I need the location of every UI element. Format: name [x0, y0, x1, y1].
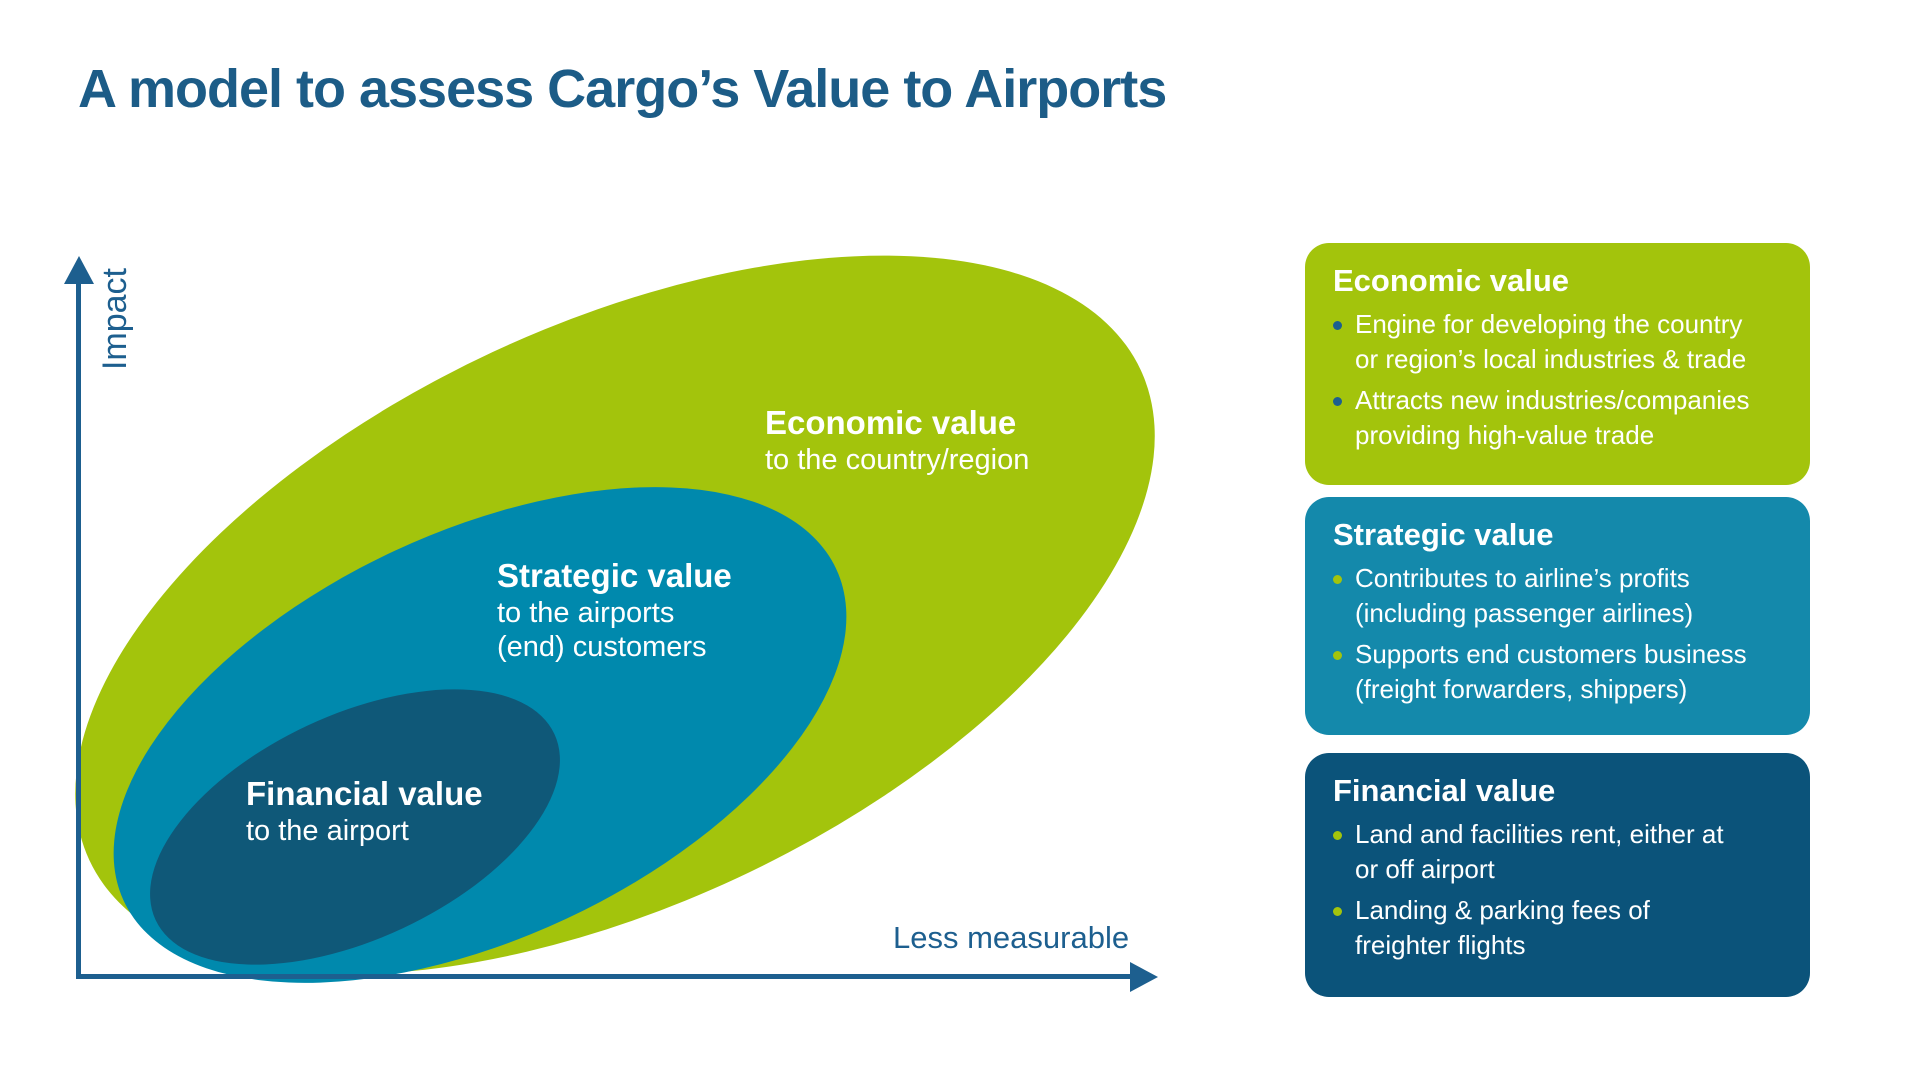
economic-value-box: Economic value Engine for developing the… [1305, 243, 1810, 485]
financial-box-title: Financial value [1333, 773, 1556, 808]
bullet-dot-icon [1333, 321, 1342, 330]
x-axis-arrow-icon [1130, 962, 1158, 992]
financial-ellipse-label: Financial value to the airport [246, 774, 483, 848]
list-item: Supports end customers business (freight… [1333, 637, 1784, 707]
bullet-text: Attracts new industries/companies provid… [1355, 385, 1750, 451]
bullet-dot-icon [1333, 831, 1342, 840]
list-item: Land and facilities rent, either at or o… [1333, 817, 1784, 887]
list-item: Contributes to airline’s profits (includ… [1333, 561, 1784, 631]
financial-ellipse-title: Financial value [246, 775, 483, 812]
y-axis-label: Impact [96, 268, 134, 371]
bullet-dot-icon [1333, 397, 1342, 407]
economic-box-title: Economic value [1333, 263, 1570, 298]
list-item: Landing & parking fees of freighter flig… [1333, 893, 1784, 963]
y-axis-arrow-icon [64, 256, 94, 284]
bullet-text: Supports end customers business (freight… [1355, 639, 1747, 705]
strategic-ellipse-title: Strategic value [497, 557, 732, 594]
bullet-text: Landing & parking fees of freighter flig… [1355, 895, 1650, 961]
strategic-ellipse-label: Strategic value to the airports (end) cu… [497, 556, 732, 665]
x-axis-line [76, 974, 1138, 979]
list-item: Engine for developing the country or reg… [1333, 307, 1784, 377]
bullet-text: Engine for developing the country or reg… [1355, 309, 1747, 375]
y-axis-line [76, 280, 81, 978]
bullet-dot-icon [1333, 575, 1342, 584]
strategic-ellipse-subtitle: to the airports (end) customers [497, 597, 707, 664]
strategic-box-title: Strategic value [1333, 517, 1554, 552]
list-item: Attracts new industries/companies provid… [1333, 383, 1784, 453]
x-axis-label: Less measurable [893, 920, 1130, 955]
bullet-text: Land and facilities rent, either at or o… [1355, 819, 1724, 885]
financial-ellipse-subtitle: to the airport [246, 815, 409, 848]
legend-panel: Economic value Engine for developing the… [1305, 243, 1810, 997]
financial-value-box: Financial value Land and facilities rent… [1305, 753, 1810, 997]
economic-ellipse-subtitle: to the country/region [765, 444, 1030, 477]
bullet-text: Contributes to airline’s profits (includ… [1355, 563, 1694, 629]
economic-ellipse-title: Economic value [765, 404, 1017, 441]
bullet-dot-icon [1333, 907, 1342, 917]
economic-ellipse-label: Economic value to the country/region [765, 403, 1029, 477]
page-title: A model to assess Cargo’s Value to Airpo… [78, 59, 1167, 119]
strategic-value-box: Strategic value Contributes to airline’s… [1305, 497, 1810, 735]
bullet-dot-icon [1333, 651, 1342, 661]
